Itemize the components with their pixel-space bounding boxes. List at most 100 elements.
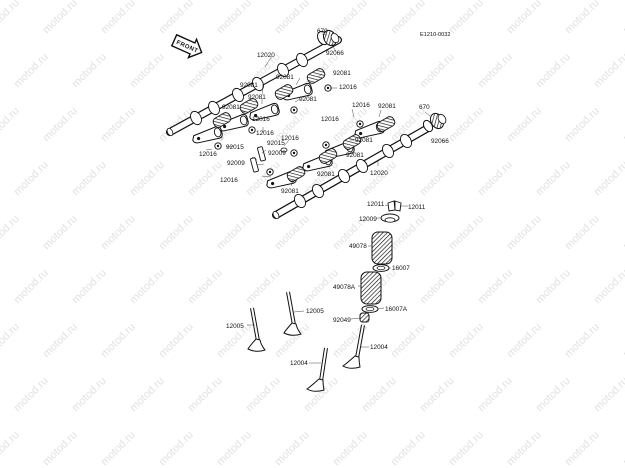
label-92081-h: 92081 xyxy=(355,137,373,144)
valve-spring-retainer xyxy=(380,213,400,223)
watermark-text: motod.ru xyxy=(215,0,254,36)
watermark-text: motod.ru xyxy=(273,0,312,36)
watermark-text: motod.ru xyxy=(592,375,625,414)
watermark-text: motod.ru xyxy=(244,267,283,306)
valve-12004-right xyxy=(342,324,365,369)
watermark-text: motod.ru xyxy=(621,105,625,144)
doc-id: E1210-0032 xyxy=(420,32,450,38)
watermark-text: motod.ru xyxy=(592,159,625,198)
watermark-text: motod.ru xyxy=(476,375,515,414)
watermark-text: motod.ru xyxy=(621,429,625,468)
watermark-text: motod.ru xyxy=(157,321,196,360)
front-direction-arrow: FRONT xyxy=(170,33,203,59)
watermark-text: motod.ru xyxy=(563,213,602,252)
leader-lines xyxy=(205,33,431,364)
watermark-text: motod.ru xyxy=(0,213,22,252)
watermark-text: motod.ru xyxy=(447,321,486,360)
label-12016-e: 12016 xyxy=(321,116,339,123)
watermark-text: motod.ru xyxy=(563,429,602,468)
label-49078: 49078 xyxy=(349,243,367,250)
watermark-text: motod.ru xyxy=(0,429,22,468)
watermark-text: motod.ru xyxy=(41,105,80,144)
label-670-upper: 670 xyxy=(317,28,328,35)
valves xyxy=(247,291,365,392)
label-92009-b: 92009 xyxy=(227,160,245,167)
label-92081-e: 92081 xyxy=(299,96,317,103)
watermark-text: motod.ru xyxy=(621,213,625,252)
watermark-text: motod.ru xyxy=(447,429,486,468)
watermark-text: motod.ru xyxy=(505,0,544,36)
watermark-text: motod.ru xyxy=(157,429,196,468)
valve-12005-right xyxy=(283,291,302,336)
label-12016-a: 12016 xyxy=(339,84,357,91)
watermark-text: motod.ru xyxy=(186,375,225,414)
label-12020-lower: 12020 xyxy=(370,170,388,177)
watermark-text: motod.ru xyxy=(534,51,573,90)
watermark-text: motod.ru xyxy=(244,375,283,414)
label-12005-right: 12005 xyxy=(306,308,324,315)
watermark-text: motod.ru xyxy=(592,51,625,90)
watermark-text: motod.ru xyxy=(505,105,544,144)
watermark-text: motod.ru xyxy=(476,267,515,306)
label-92081-d: 92081 xyxy=(248,94,266,101)
watermark-text: motod.ru xyxy=(12,375,51,414)
label-12005-left: 12005 xyxy=(226,323,244,330)
label-92081-b: 92081 xyxy=(276,74,294,81)
watermark-text: motod.ru xyxy=(331,0,370,36)
watermark-text: motod.ru xyxy=(186,267,225,306)
watermark-text: motod.ru xyxy=(331,429,370,468)
watermark-text: motod.ru xyxy=(273,429,312,468)
label-92015-a: 92015 xyxy=(226,144,244,151)
watermark-text: motod.ru xyxy=(70,51,109,90)
watermark-text: motod.ru xyxy=(0,0,22,36)
label-12011-left: 12011 xyxy=(367,201,385,208)
watermark-text: motod.ru xyxy=(215,213,254,252)
watermark-text: motod.ru xyxy=(41,321,80,360)
watermark-text: motod.ru xyxy=(563,105,602,144)
label-92081-c: 92081 xyxy=(240,82,258,89)
watermark-text: motod.ru xyxy=(41,213,80,252)
spring-seat-16007 xyxy=(372,264,390,272)
label-12016-h: 12016 xyxy=(220,177,238,184)
label-92081-g: 92081 xyxy=(378,103,396,110)
label-92081-a: 92081 xyxy=(333,70,351,77)
watermark-text: motod.ru xyxy=(99,105,138,144)
label-12016-b: 12016 xyxy=(252,116,270,123)
label-92049: 92049 xyxy=(333,317,351,324)
watermark-text: motod.ru xyxy=(621,0,625,36)
watermark-text: motod.ru xyxy=(70,375,109,414)
watermark-text: motod.ru xyxy=(128,267,167,306)
watermark-text: motod.ru xyxy=(505,321,544,360)
watermark-text: motod.ru xyxy=(447,213,486,252)
watermark-text: motod.ru xyxy=(12,267,51,306)
watermark-text: motod.ru xyxy=(157,0,196,36)
watermark-text: motod.ru xyxy=(186,159,225,198)
label-92081-k: 92081 xyxy=(281,188,299,195)
watermark-text: motod.ru xyxy=(70,267,109,306)
label-49078A: 49078A xyxy=(333,284,356,291)
watermark-text: motod.ru xyxy=(157,213,196,252)
watermark-text: motod.ru xyxy=(418,51,457,90)
watermark-text: motod.ru xyxy=(0,321,22,360)
watermark-text: motod.ru xyxy=(447,105,486,144)
label-92009-a: 92009 xyxy=(268,150,286,157)
cam-sprocket-upper xyxy=(316,29,340,47)
watermark-text: motod.ru xyxy=(99,321,138,360)
watermark-text: motod.ru xyxy=(563,0,602,36)
label-92015-b: 92015 xyxy=(267,140,285,147)
watermark-text: motod.ru xyxy=(360,375,399,414)
watermark-text: motod.ru xyxy=(128,375,167,414)
watermark-text: motod.ru xyxy=(128,159,167,198)
label-12009: 12009 xyxy=(359,216,377,223)
watermark-text: motod.ru xyxy=(534,159,573,198)
valve-12005-left xyxy=(247,307,266,352)
watermark-text: motod.ru xyxy=(447,0,486,36)
watermark-text: motod.ru xyxy=(534,375,573,414)
label-12011-right: 12011 xyxy=(408,204,426,211)
valve-keepers xyxy=(387,200,402,212)
watermark-text: motod.ru xyxy=(418,375,457,414)
camshaft-upper xyxy=(166,36,342,137)
watermark-text: motod.ru xyxy=(389,0,428,36)
